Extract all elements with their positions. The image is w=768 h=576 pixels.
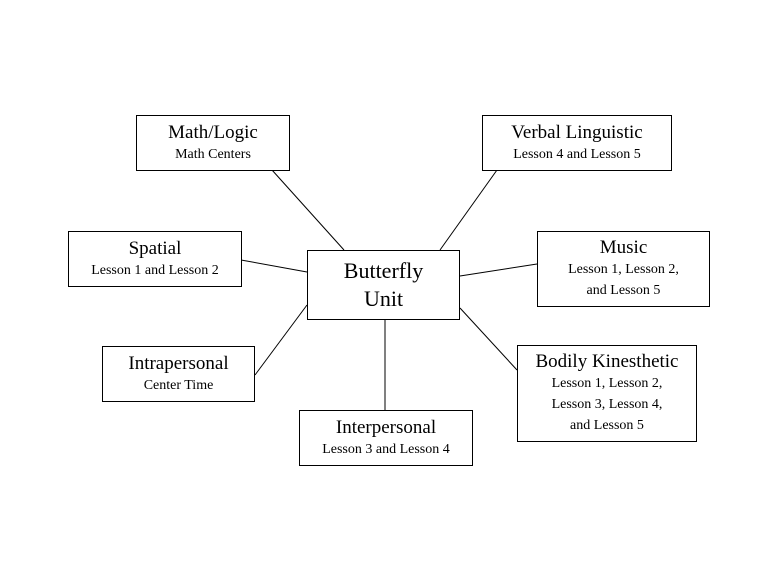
node-verbal-linguistic: Verbal Linguistic Lesson 4 and Lesson 5: [482, 115, 672, 171]
node-detail: Lesson 3 and Lesson 4: [322, 441, 450, 457]
node-title: Intrapersonal: [128, 352, 229, 374]
node-math-logic: Math/Logic Math Centers: [136, 115, 290, 171]
link-verbal-linguistic: [439, 169, 498, 251]
node-music: Music Lesson 1, Lesson 2, and Lesson 5: [537, 231, 710, 307]
node-title: Interpersonal: [335, 416, 437, 438]
node-title: Verbal Linguistic: [511, 121, 643, 143]
link-spatial: [240, 259, 308, 273]
node-detail: Lesson 1, Lesson 2, Lesson 3, Lesson 4, …: [551, 376, 663, 433]
node-detail: Math Centers: [175, 146, 251, 162]
node-intrapersonal: Intrapersonal Center Time: [102, 346, 255, 402]
node-interpersonal: Interpersonal Lesson 3 and Lesson 4: [299, 410, 473, 466]
node-title: Music: [599, 237, 648, 258]
link-bodily-kinesthetic: [459, 307, 518, 371]
node-detail: Lesson 1, Lesson 2, and Lesson 5: [568, 262, 679, 298]
center-node: Butterfly Unit: [307, 250, 460, 320]
node-detail: Center Time: [143, 377, 214, 393]
node-title: Bodily Kinesthetic: [535, 351, 679, 372]
node-title: Spatial: [128, 237, 182, 259]
node-detail: Lesson 1 and Lesson 2: [91, 262, 219, 278]
node-title: Math/Logic: [168, 121, 258, 143]
center-node-title: Butterfly Unit: [343, 258, 424, 311]
link-music: [459, 263, 538, 277]
node-spatial: Spatial Lesson 1 and Lesson 2: [68, 231, 242, 287]
link-intrapersonal: [254, 304, 308, 376]
node-bodily-kinesthetic: Bodily Kinesthetic Lesson 1, Lesson 2, L…: [517, 345, 697, 442]
node-detail: Lesson 4 and Lesson 5: [513, 146, 641, 162]
link-math-logic: [271, 169, 345, 251]
